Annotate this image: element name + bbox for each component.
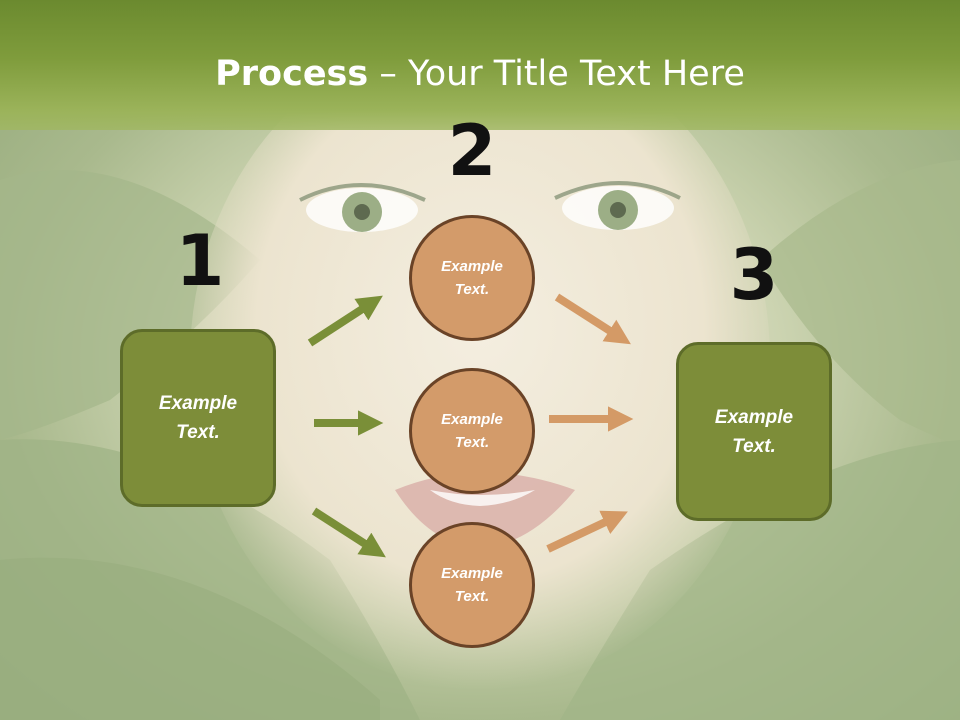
circle-middle-text: Example Text. xyxy=(441,411,503,451)
arrow-down-right-orange xyxy=(554,293,631,345)
step-number-1: 1 xyxy=(175,220,225,302)
circle-bottom: Example Text. xyxy=(409,522,535,648)
arrow-up-right-orange xyxy=(546,510,628,553)
arrow-up-right-green xyxy=(307,295,383,347)
right-box-text: Example Text. xyxy=(714,406,794,457)
left-box-text: Example Text. xyxy=(158,393,238,443)
step-number-3: 3 xyxy=(729,234,779,316)
circle-top: Example Text. xyxy=(409,215,535,341)
right-text-box: Example Text. xyxy=(676,342,832,521)
slide-title: Process – Your Title Text Here xyxy=(0,52,960,96)
left-text-box: Example Text. xyxy=(120,329,276,507)
circle-middle: Example Text. xyxy=(409,368,535,494)
step-number-2: 2 xyxy=(447,110,497,192)
circle-top-text: Example Text. xyxy=(441,258,503,298)
arrow-down-right-green xyxy=(311,507,386,558)
title-bold-part: Process xyxy=(215,54,369,94)
title-rest-part: – Your Title Text Here xyxy=(368,54,745,94)
title-bar: Process – Your Title Text Here xyxy=(0,0,960,130)
circle-bottom-text: Example Text. xyxy=(441,565,503,605)
